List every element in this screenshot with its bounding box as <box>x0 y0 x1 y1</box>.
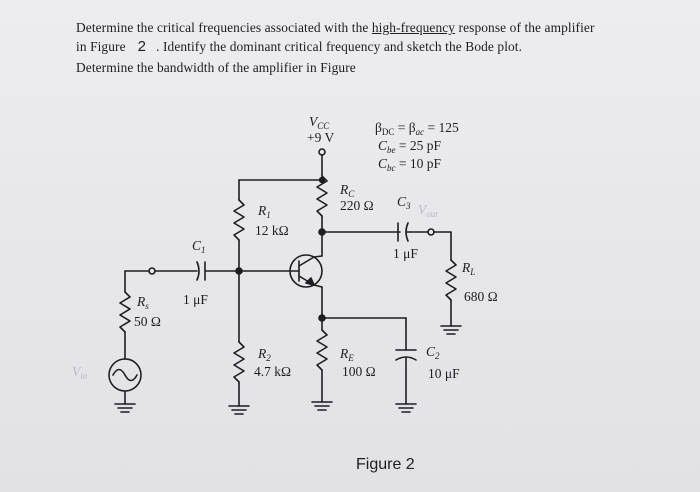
rl-label: RL <box>461 260 475 277</box>
rs-value: 50 Ω <box>134 314 161 329</box>
r1-value: 12 kΩ <box>255 223 289 238</box>
vcc-terminal <box>318 148 326 156</box>
question-line-1: Determine the critical frequencies assoc… <box>76 20 595 36</box>
re-label: RE <box>339 346 354 363</box>
figure-number: 2 <box>137 38 147 55</box>
question-text: . Identify the dominant critical frequen… <box>156 39 523 54</box>
vcc-value: +9 V <box>307 130 334 145</box>
question-text: Determine the critical frequencies assoc… <box>76 20 372 35</box>
rl-resistor <box>445 259 457 301</box>
vout-terminal <box>427 228 435 236</box>
re-value: 100 Ω <box>342 364 376 379</box>
c1-value: 1 μF <box>183 292 208 307</box>
r1-resistor <box>233 199 245 241</box>
cbc-spec: Cbc = 10 pF <box>378 156 442 173</box>
rc-label: RC <box>339 182 355 199</box>
question-text: in Figure <box>76 39 126 54</box>
question-text: response of the amplifier <box>455 20 595 35</box>
c2-label: C2 <box>426 344 440 361</box>
figure-caption: Figure 2 <box>356 456 415 473</box>
beta-spec: βDC = βac = 125 <box>375 120 459 137</box>
rs-resistor <box>119 291 131 333</box>
r2-resistor <box>233 341 245 383</box>
r1-label: R1 <box>257 203 271 220</box>
vin-label: Vin <box>72 364 88 381</box>
cbe-spec: Cbe = 25 pF <box>378 138 442 155</box>
c2-value: 10 μF <box>428 366 460 381</box>
underlined-term: high-frequency <box>371 20 456 35</box>
rc-value: 220 Ω <box>340 198 374 213</box>
c1-capacitor-plate <box>196 261 200 281</box>
vout-label: Vout <box>418 202 438 219</box>
emitter-arrow-icon <box>305 277 315 286</box>
r2-value: 4.7 kΩ <box>254 364 291 379</box>
c2-capacitor-plate <box>395 356 417 361</box>
question-line-3: Determine the bandwidth of the amplifier… <box>76 60 356 75</box>
re-resistor <box>316 329 328 371</box>
rl-value: 680 Ω <box>464 289 498 304</box>
input-terminal <box>148 267 156 275</box>
rc-resistor <box>316 175 328 217</box>
c3-value: 1 μF <box>393 246 418 261</box>
sine-wave-icon <box>112 368 138 382</box>
rs-label: Rs <box>136 294 149 311</box>
r2-label: R2 <box>257 346 271 363</box>
question-line-2: in Figure 2 . Identify the dominant critic… <box>76 38 522 55</box>
c1-label: C1 <box>192 238 206 255</box>
emitter-node <box>318 314 326 322</box>
vcc-label: VCC <box>309 114 330 131</box>
c3-label: C3 <box>397 194 411 211</box>
collector-node <box>318 228 326 236</box>
